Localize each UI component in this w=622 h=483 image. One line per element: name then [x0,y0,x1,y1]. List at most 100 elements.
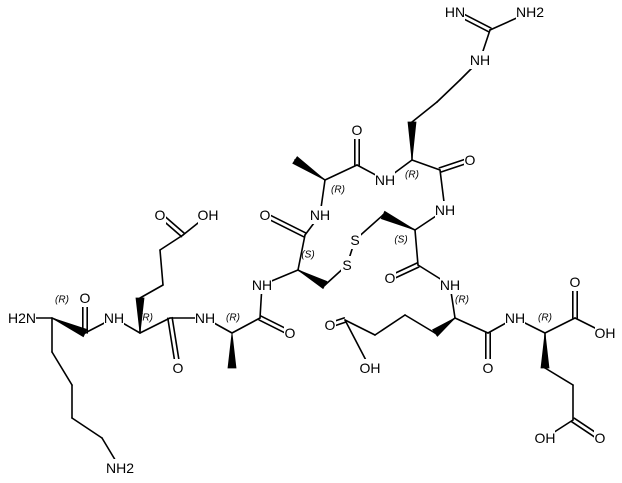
atom-label-nh-8: NH [440,277,460,293]
stereo-descriptor-lys: (R) [55,295,69,306]
atom-label-background [516,3,544,21]
atom-label-background [198,206,218,224]
wedge-layer [51,121,550,369]
atom-label-background [259,206,271,224]
atom-label-o-cys-top: O [260,207,271,223]
atom-label-background [360,359,380,377]
stereo-descriptor-cys1: (S) [301,250,314,261]
atom-label-nh-arg-imine: HN [445,4,465,20]
stereo-wedge-bond [540,332,550,369]
stereo-wedge-bond [51,317,88,338]
single-bond [159,249,164,286]
single-bond [411,159,441,171]
atom-label-background [324,316,336,334]
single-bond [544,367,574,386]
stereo-wedge-bond [380,210,416,231]
stereo-descriptor-glu3: (R) [538,313,552,324]
atom-label-background [384,269,396,287]
atom-label-background [195,309,215,327]
stereo-wedge-bond [227,332,237,369]
atom-label-o-1: O [80,290,91,306]
atom-label-background [154,206,166,224]
stereo-descriptor-ala1: (R) [226,313,240,324]
stereo-wedge-bond [292,156,326,181]
atom-label-background [341,256,353,274]
atom-label-s-1: S [342,257,351,273]
atom-label-background [594,429,606,447]
stereo-descriptor-glu2: (R) [455,295,469,306]
atom-label-o-cterm: O [570,274,581,290]
single-bond [454,317,489,334]
bond-layer [21,9,606,469]
atom-label-nh-7: NH [435,202,455,218]
atom-label-nh-2: NH [195,310,215,326]
atom-label-s-2: S [350,232,359,248]
single-bond [324,164,358,181]
atom-label-oh-glu1: OH [198,207,219,223]
atom-label-nh2-lys-alpha: H2N [8,310,36,326]
atom-label-oh-glu3: OH [535,430,556,446]
stereo-wedge-bond [297,269,328,290]
atom-label-nh2-lys-eps: NH2 [106,460,134,476]
single-bond [139,317,171,334]
single-bond [436,79,461,103]
atom-label-nh2-arg: NH2 [516,4,544,20]
stereo-descriptor-cys2: (S) [394,235,407,246]
stereo-descriptor-glu1: (R) [139,313,153,324]
atom-label-o-2: O [173,360,184,376]
atom-label-o-3: O [285,325,296,341]
atom-label-background [482,359,494,377]
atom-label-oh-glu2: OH [360,360,381,376]
stereo-descriptor-arg: (R) [405,170,419,181]
double-bond [265,212,307,234]
single-bond [297,234,306,271]
stereo-descriptor-ala2: (R) [331,185,345,196]
atom-label-background [569,273,581,291]
atom-label-background [106,459,134,477]
atom-label-oh-cterm: OH [595,325,616,341]
single-bond [374,314,406,336]
single-bond [159,234,184,251]
atom-label-background [464,151,476,169]
atom-label-nh-9: NH [505,310,525,326]
single-bond [404,314,436,334]
atom-label-background [435,201,455,219]
atom-label-nh-6: NH [375,172,395,188]
atom-label-background [440,276,460,294]
single-bond [231,317,261,334]
single-bond [139,284,164,299]
single-bond [71,417,103,439]
atom-label-o-glu1-side: O [155,207,166,223]
atom-label-nh-4: NH [310,207,330,223]
stereo-wedge-bond [135,297,145,334]
stereo-wedge-bond [407,121,417,161]
atom-label-background [79,289,91,307]
atom-label-background [470,51,490,69]
stereo-wedge-bond [431,317,456,337]
atom-label-o-glu2-bb: O [483,360,494,376]
atom-label-o-arg: O [465,152,476,168]
atom-label-background [535,429,555,447]
atom-label-background [310,206,330,224]
atom-label-nh-arg-side: NH [470,52,490,68]
atom-label-background [505,309,525,327]
atom-label-background [284,324,296,342]
atom-label-o-glu2-side: O [325,317,336,333]
atom-label-background [351,121,363,139]
atom-label-background [595,324,615,342]
atom-label-o-ala2: O [352,122,363,138]
label-layer: H2NNH2NHOOHONHONHONHSSONHONHNHHNNH2ONHOO… [8,3,616,477]
single-bond [414,229,419,266]
atom-label-nh-3: NH [252,277,272,293]
single-bond [51,351,73,386]
atom-label-nh-1: NH [104,310,124,326]
single-bond [344,319,376,336]
atom-label-o-glu3-side: O [595,430,606,446]
atom-label-background [172,359,184,377]
atom-label-background [349,231,361,249]
atom-label-background [8,309,36,327]
atom-label-background [375,171,395,189]
atom-label-o-cys2: O [385,270,396,286]
atom-label-background [252,276,272,294]
